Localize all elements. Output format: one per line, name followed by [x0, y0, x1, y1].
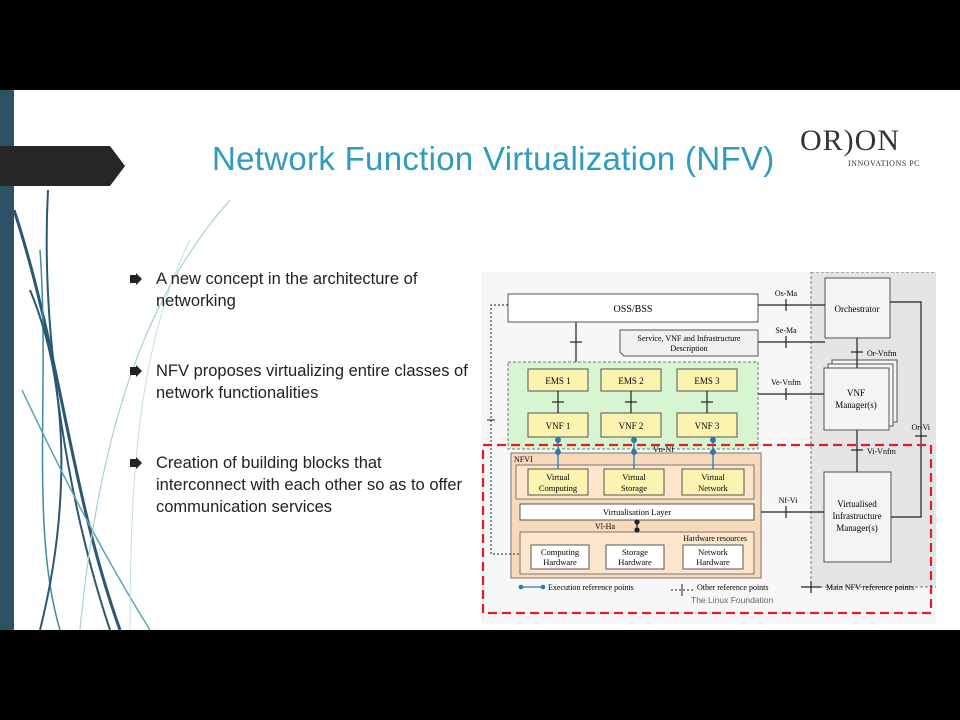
legend-other-label: Other reference points — [697, 583, 769, 592]
vim-line3: Manager(s) — [836, 523, 877, 533]
legend-main-label: Main NFV reference points — [826, 583, 914, 592]
bullet-list: A new concept in the architecture of net… — [130, 268, 470, 566]
ref-ve-vnfm: Ve-Vnfm — [771, 378, 802, 387]
ref-or-vnfm: Or-Vnfm — [867, 349, 897, 358]
service-description-line1: Service, VNF and Infrastructure — [638, 334, 741, 343]
bullet-text: Creation of building blocks that interco… — [156, 454, 463, 516]
computing-hardware-box — [530, 544, 590, 570]
hardware-resources-label: Hardware resources — [683, 534, 747, 543]
virtual-storage-line2: Storage — [621, 483, 647, 493]
nfv-diagram-svg: OSS/BSS Orchestrator Service, VNF and In… — [481, 271, 938, 615]
service-description-box — [619, 329, 759, 357]
execution-reference-links — [555, 437, 716, 469]
vnf-label: VNF 2 — [619, 421, 644, 431]
virtual-network-line2: Network — [698, 483, 728, 493]
ems-label: EMS 3 — [694, 376, 720, 386]
vim-line1: Virtualised — [837, 499, 877, 509]
virtual-computing-line2: Computing — [539, 483, 578, 493]
ems-label: EMS 2 — [618, 376, 643, 386]
ref-nf-vi: Nf-Vi — [779, 496, 798, 505]
bullet-item: Creation of building blocks that interco… — [130, 452, 470, 518]
vl-ha-link — [634, 519, 640, 533]
arrow-bullet-icon — [130, 365, 142, 377]
main-reference-links — [570, 299, 927, 518]
ems-vnf-links — [552, 391, 713, 413]
network-hardware-line2: Hardware — [696, 557, 730, 567]
orion-logo: OR)ON INNOVATIONS PC — [800, 124, 930, 174]
logo-subtitle: INNOVATIONS PC — [848, 159, 920, 168]
nfvi-highlight-box — [481, 443, 933, 615]
virtual-computing-box — [527, 468, 589, 496]
vnf-box — [527, 412, 589, 438]
arrow-bullet-icon — [130, 457, 142, 469]
slide-title: Network Function Virtualization (NFV) — [212, 140, 775, 177]
legend: Execution reference points Other referen… — [518, 581, 914, 596]
legend-execution-label: Execution reference points — [548, 583, 634, 592]
slide: Network Function Virtualization (NFV) OR… — [0, 90, 960, 630]
computing-hardware-line1: Computing — [541, 547, 580, 557]
logo-text: OR)ON — [800, 124, 900, 157]
virtual-network-line1: Virtual — [701, 472, 725, 482]
storage-hardware-box — [605, 544, 665, 570]
network-hardware-box — [682, 544, 744, 570]
ref-os-ma: Os-Ma — [775, 289, 798, 298]
virtual-storage-line1: Virtual — [622, 472, 646, 482]
vim-box — [823, 471, 892, 563]
nfvi-label: NFVI — [514, 455, 533, 464]
oss-bss-label: OSS/BSS — [614, 304, 653, 315]
network-hardware-line1: Network — [698, 547, 728, 557]
title-arrow-shape — [0, 146, 125, 186]
storage-hardware-line2: Hardware — [618, 557, 652, 567]
left-accent-bar — [0, 90, 14, 630]
vnf-manager-line1: VNF — [847, 388, 865, 398]
oss-bss-box — [507, 293, 759, 323]
legend-execution-dot — [540, 584, 546, 590]
bullet-text: NFV proposes virtualizing entire classes… — [156, 362, 468, 402]
virtual-storage-box — [603, 468, 665, 496]
ref-vi-ha: Vl-Ha — [595, 522, 615, 531]
vnf-box — [676, 412, 738, 438]
ref-se-ma: Se-Ma — [775, 326, 797, 335]
bullet-item: NFV proposes virtualizing entire classes… — [130, 360, 470, 404]
virtual-network-box — [681, 468, 745, 496]
storage-hardware-line1: Storage — [622, 547, 648, 557]
ref-vn-nf: Vn-Nf — [653, 445, 674, 454]
orchestrator-box — [824, 277, 891, 339]
nfv-architecture-diagram: OSS/BSS Orchestrator Service, VNF and In… — [481, 271, 938, 624]
ref-or-vi: Or-Vi — [912, 423, 931, 432]
bullet-item: A new concept in the architecture of net… — [130, 268, 470, 312]
decorative-swooshes — [12, 189, 231, 630]
vnf-manager-box — [823, 367, 890, 431]
arrow-bullet-icon — [130, 273, 142, 285]
image-credit: The Linux Foundation — [691, 595, 773, 605]
virtual-computing-line1: Virtual — [546, 472, 570, 482]
vnf-manager-line2: Manager(s) — [835, 400, 876, 410]
vnf-label: VNF 3 — [695, 421, 720, 431]
vim-line2: Infrastructure — [833, 511, 882, 521]
orchestrator-label: Orchestrator — [835, 304, 880, 314]
vnf-label: VNF 1 — [546, 421, 571, 431]
ems-label: EMS 1 — [545, 376, 570, 386]
computing-hardware-line2: Hardware — [543, 557, 577, 567]
ref-vi-vnfm: Vi-Vnfm — [867, 447, 897, 456]
service-description-line2: Description — [670, 344, 707, 353]
bullet-text: A new concept in the architecture of net… — [156, 270, 418, 310]
other-reference-link — [490, 304, 520, 555]
virtualisation-layer-label: Virtualisation Layer — [603, 507, 671, 517]
legend-execution-dot — [518, 584, 524, 590]
